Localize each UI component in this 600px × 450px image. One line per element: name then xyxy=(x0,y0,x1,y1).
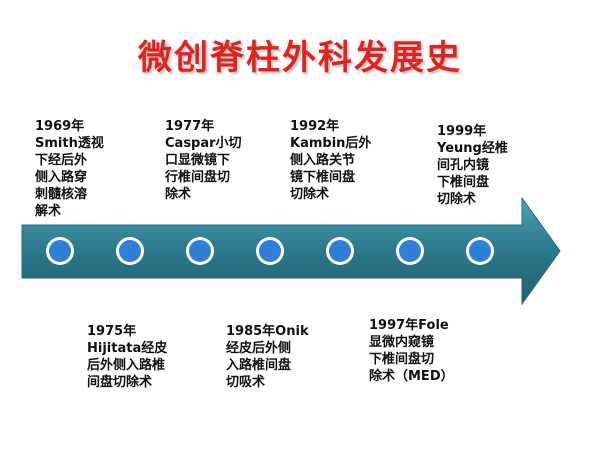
event-1985: 1985年Onik 经皮后外侧 入路椎间盘 切吸术 xyxy=(226,323,331,391)
event-year: 1969年 xyxy=(35,119,85,134)
event-1977: 1977年 Caspar小切 口显微镜下 行椎间盘切 除术 xyxy=(165,118,270,203)
event-year: 1975年 xyxy=(87,324,137,339)
arrow-body xyxy=(21,196,561,306)
slide-title: 微创脊柱外科发展史 xyxy=(138,38,462,78)
timeline-node xyxy=(119,240,141,262)
timeline-nodes xyxy=(46,237,494,265)
timeline-node xyxy=(259,240,281,262)
event-text: Caspar小切 口显微镜下 行椎间盘切 除术 xyxy=(165,136,242,202)
event-year: 1992年 xyxy=(290,119,340,134)
event-year: 1977年 xyxy=(165,119,215,134)
event-text: Smith透视 下经后外 侧入路穿 刺髓核溶 解术 xyxy=(35,136,104,219)
timeline-node xyxy=(399,240,421,262)
event-text: Hijitata经皮 后外侧入路椎 间盘切除术 xyxy=(87,341,168,390)
event-1969: 1969年 Smith透视 下经后外 侧入路穿 刺髓核溶 解术 xyxy=(35,118,130,220)
event-year: 1997年Fole xyxy=(369,318,449,333)
timeline-node xyxy=(469,240,491,262)
timeline-node xyxy=(49,240,71,262)
event-1992: 1992年 Kambin后外 侧入路关节 镜下椎间盘 切除术 xyxy=(290,118,395,203)
event-1975: 1975年 Hijitata经皮 后外侧入路椎 间盘切除术 xyxy=(87,323,202,391)
timeline-node xyxy=(329,240,351,262)
timeline-node xyxy=(189,240,211,262)
event-1997: 1997年Fole 显微内窥镜 下椎间盘切 除术（MED） xyxy=(369,317,479,385)
event-text: 经皮后外侧 入路椎间盘 切吸术 xyxy=(226,341,292,390)
event-text: Yeung经椎 间孔内镜 下椎间盘 切除术 xyxy=(437,141,508,207)
event-year: 1985年Onik xyxy=(226,324,309,339)
event-text: Kambin后外 侧入路关节 镜下椎间盘 切除术 xyxy=(290,136,372,202)
event-1999: 1999年 Yeung经椎 间孔内镜 下椎间盘 切除术 xyxy=(437,123,532,208)
event-text: 显微内窥镜 下椎间盘切 除术（MED） xyxy=(369,335,454,384)
event-year: 1999年 xyxy=(437,124,487,139)
